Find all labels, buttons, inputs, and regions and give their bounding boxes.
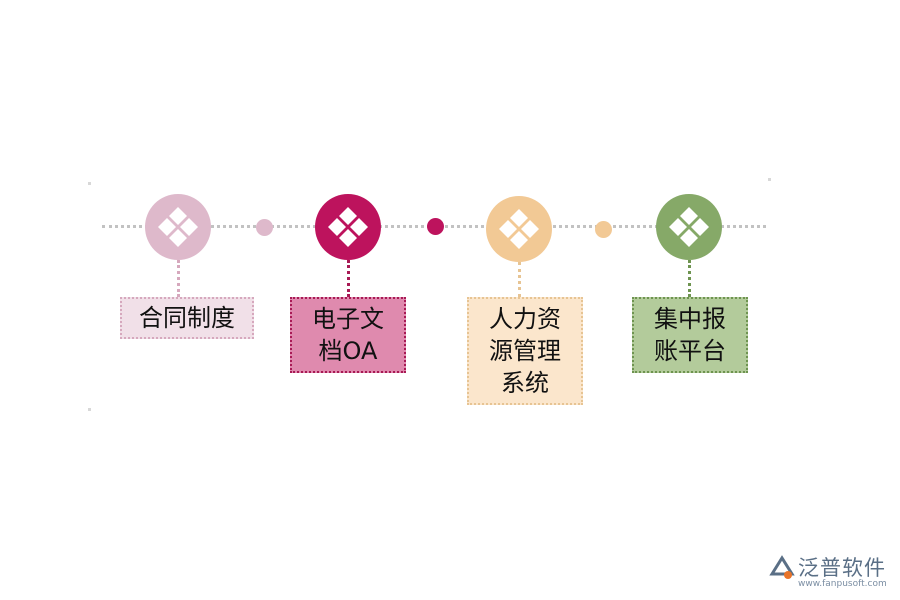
diamond-shape xyxy=(339,229,357,247)
node-label-contract: 合同制度 xyxy=(120,297,254,339)
diamond-grid-icon xyxy=(328,207,368,247)
diamond-shape xyxy=(669,218,687,236)
diamond-shape xyxy=(521,220,539,238)
brand-name: 泛普软件 xyxy=(798,556,886,580)
diamond-shape xyxy=(180,218,198,236)
diamond-shape xyxy=(169,207,187,225)
diamond-shape xyxy=(339,207,357,225)
diamond-shape xyxy=(680,229,698,247)
node-label-expense: 集中报 账平台 xyxy=(632,297,748,373)
node-stem xyxy=(177,260,180,297)
diamond-shape xyxy=(169,229,187,247)
diamond-shape xyxy=(499,220,517,238)
brand-logo: 泛普软件 www.fanpusoft.com xyxy=(768,552,894,596)
node-circle-contract xyxy=(145,194,211,260)
diamond-shape xyxy=(350,218,368,236)
node-label-oa: 电子文 档OA xyxy=(290,297,406,373)
corner-mark xyxy=(768,178,771,181)
node-circle-expense xyxy=(656,194,722,260)
diamond-shape xyxy=(510,209,528,227)
diamond-shape xyxy=(680,207,698,225)
diamond-grid-icon xyxy=(499,209,539,249)
node-stem xyxy=(688,260,691,297)
node-stem xyxy=(347,260,350,297)
corner-mark xyxy=(88,408,91,411)
node-circle-hr xyxy=(486,196,552,262)
node-circle-oa xyxy=(315,194,381,260)
node-label-hr: 人力资 源管理 系统 xyxy=(467,297,583,405)
diamond-grid-icon xyxy=(669,207,709,247)
diamond-shape xyxy=(328,218,346,236)
node-stem xyxy=(518,262,521,297)
diamond-shape xyxy=(691,218,709,236)
connector-dot xyxy=(427,218,444,235)
brand-mark-icon xyxy=(769,555,795,579)
corner-mark xyxy=(88,182,91,185)
brand-url: www.fanpusoft.com xyxy=(798,579,887,589)
connector-dot xyxy=(595,221,612,238)
diamond-shape xyxy=(510,231,528,249)
diamond-shape xyxy=(158,218,176,236)
connector-dot xyxy=(256,219,273,236)
diamond-grid-icon xyxy=(158,207,198,247)
